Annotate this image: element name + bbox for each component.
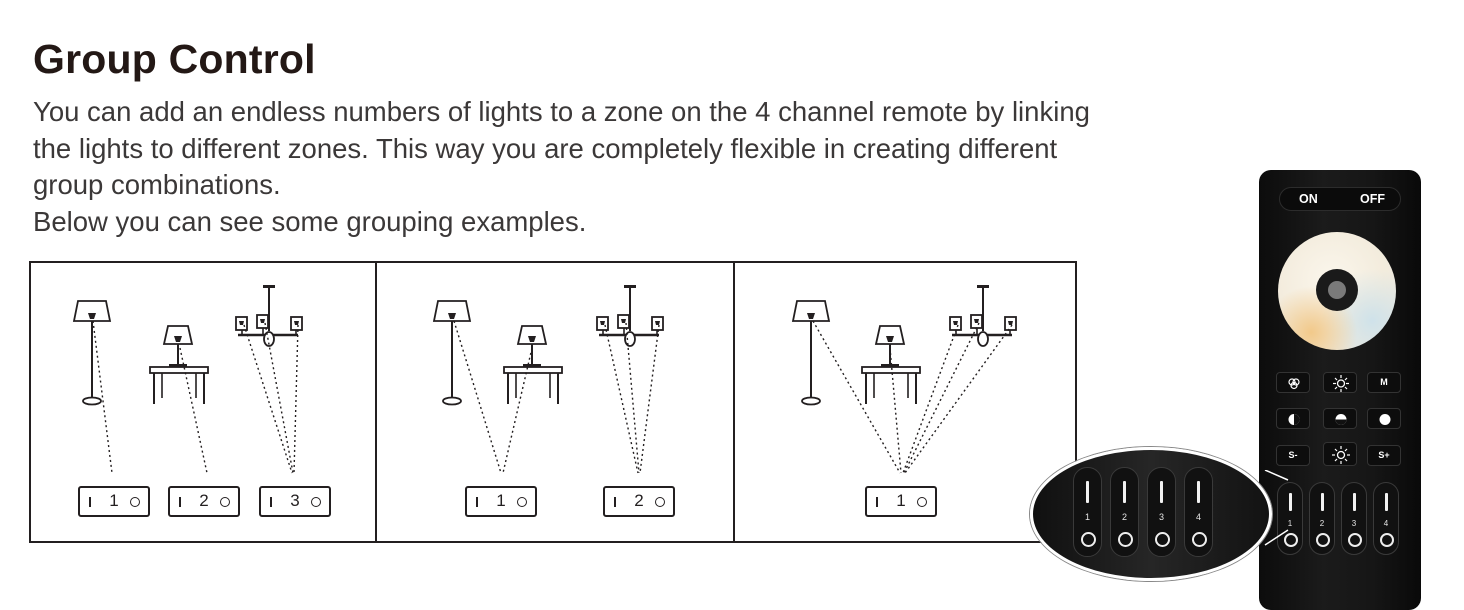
panel-illustration <box>792 283 1018 474</box>
speed-plus-button: S+ <box>1367 445 1401 466</box>
zone-switch: 3 <box>259 486 331 517</box>
floor-lamp-icon <box>433 300 471 406</box>
zone-number: 2 <box>199 491 209 510</box>
color-palette-icon <box>1276 372 1310 393</box>
page-title: Group Control <box>33 36 316 82</box>
on-label: ON <box>1299 192 1318 206</box>
zone-key: 4 <box>1184 467 1213 557</box>
color-temperature-wheel <box>1278 232 1396 350</box>
description-line: group combinations. <box>33 169 281 201</box>
cool-tone-icon <box>1367 408 1401 429</box>
zone-key: 3 <box>1341 482 1367 555</box>
link-lines <box>812 320 1013 474</box>
description-line: the lights to different zones. This way … <box>33 132 1058 164</box>
speed-minus-button: S- <box>1276 445 1310 466</box>
remote-control: ON OFF M S- S+ 1 2 3 4 <box>1259 170 1421 610</box>
zone-key: 2 <box>1309 482 1335 555</box>
zone-switch: 1 <box>865 486 937 517</box>
floor-lamp-icon <box>792 300 830 406</box>
brightness-icon <box>1323 372 1357 393</box>
zone-key: 2 <box>1110 467 1139 557</box>
chandelier-icon <box>948 283 1018 348</box>
zone-number: 1 <box>109 491 119 510</box>
neutral-tone-icon <box>1323 408 1357 429</box>
speed-sun-icon <box>1323 442 1357 466</box>
table-lamp-icon <box>149 325 209 405</box>
zone-number: 1 <box>496 491 506 510</box>
zone-switch: 2 <box>603 486 675 517</box>
zone-number: 3 <box>290 491 300 510</box>
panel-illustration <box>73 283 304 474</box>
mode-button: M <box>1367 372 1401 393</box>
description-line: Below you can see some grouping examples… <box>33 206 587 238</box>
zone-key: 4 <box>1373 482 1399 555</box>
panel-illustration <box>433 283 665 474</box>
zone-switch: 1 <box>78 486 150 517</box>
zone-key: 1 <box>1277 482 1303 555</box>
off-label: OFF <box>1360 192 1385 206</box>
zone-number: 2 <box>634 491 644 510</box>
example-panel-two-zones: 1 2 <box>375 263 735 541</box>
zone-switch: 1 <box>465 486 537 517</box>
table-lamp-icon <box>861 325 921 405</box>
description: You can add an endless numbers of lights… <box>33 94 1213 241</box>
zone-key: 3 <box>1147 467 1176 557</box>
link-lines <box>92 320 299 474</box>
grouping-examples: 1 2 3 1 2 <box>29 261 1077 543</box>
example-panel-separate-zones: 1 2 3 <box>31 263 375 541</box>
chandelier-icon <box>595 283 665 348</box>
zoom-callout-lines <box>1264 470 1289 546</box>
table-lamp-icon <box>503 325 563 405</box>
floor-lamp-icon <box>73 300 111 406</box>
description-line: You can add an endless numbers of lights… <box>33 96 1090 127</box>
zone-keys-magnifier: 1 2 3 4 <box>1030 447 1272 581</box>
zone-key: 1 <box>1073 467 1102 557</box>
zone-switch: 2 <box>168 486 240 517</box>
power-toggle: ON OFF <box>1279 187 1401 211</box>
example-panel-single-zone: 1 <box>733 263 1079 541</box>
warm-tone-icon <box>1276 408 1310 429</box>
link-lines <box>453 320 660 474</box>
zone-number: 1 <box>896 491 906 510</box>
chandelier-icon <box>234 283 304 348</box>
